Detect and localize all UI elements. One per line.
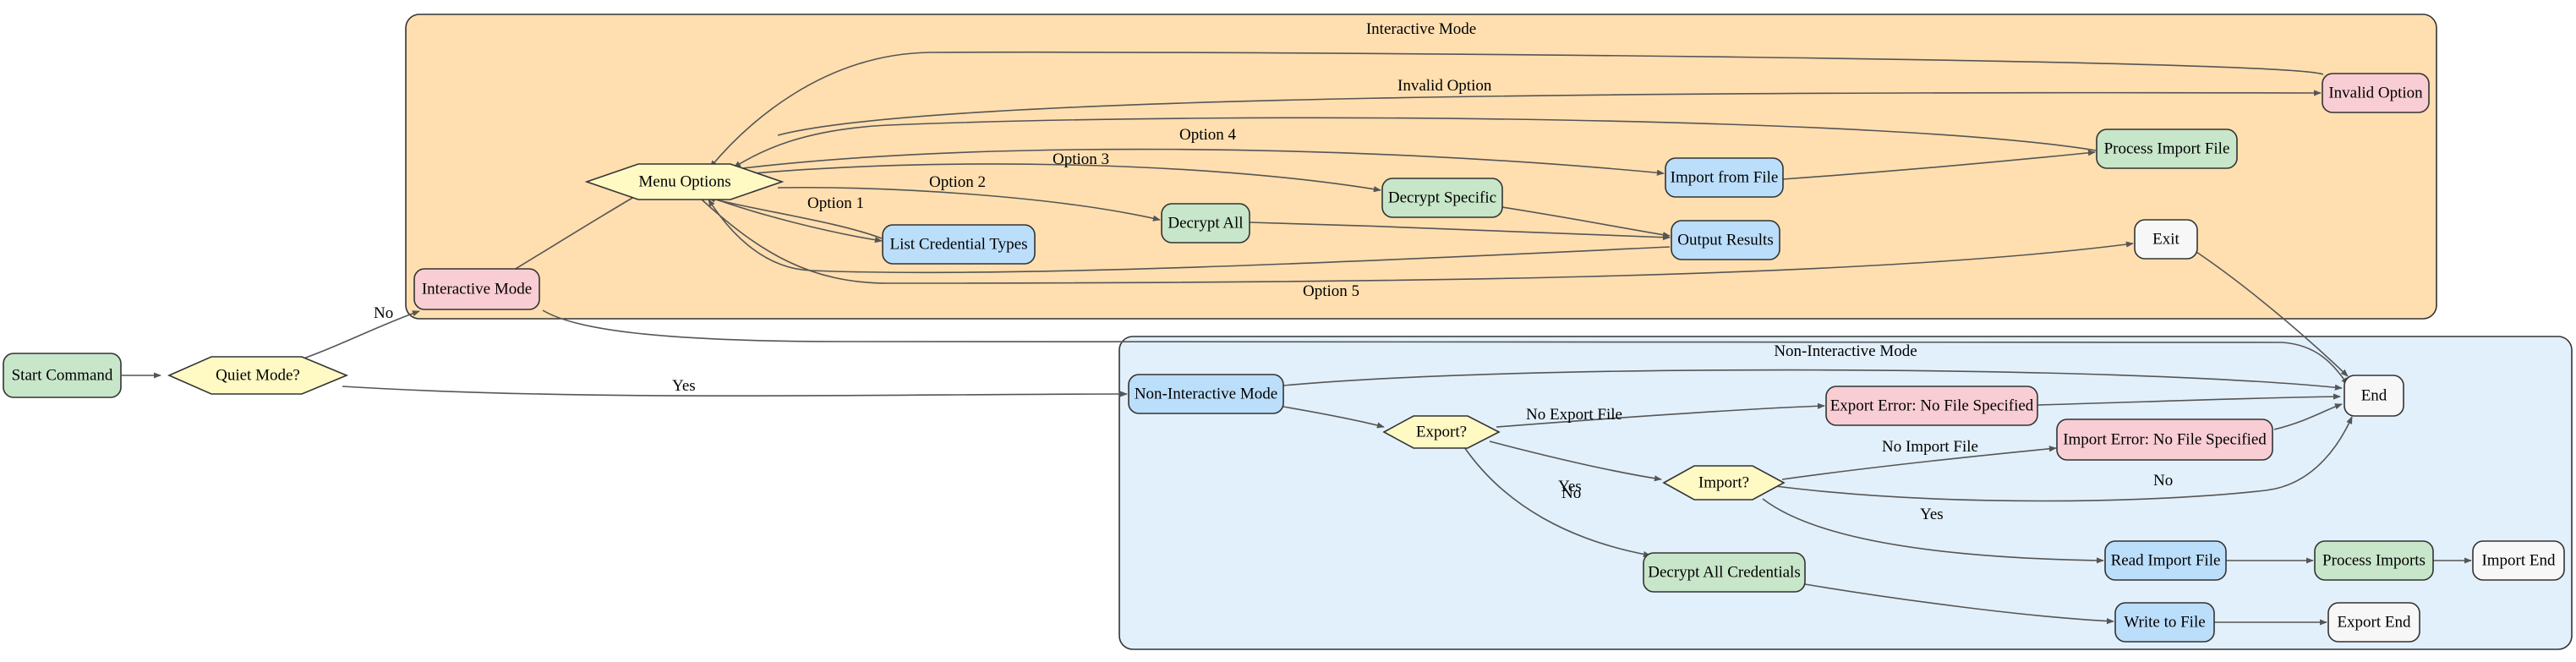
edge-menu-invalid: [777, 90, 2322, 136]
edge-label-export-yes: Yes: [1558, 478, 1582, 495]
edge-nimode-end: [1283, 369, 2343, 391]
edge-import-imperr: [1781, 446, 2057, 480]
edge-label-yes: Yes: [672, 377, 696, 395]
edge-imperr-end: [2273, 403, 2343, 430]
edge-label-option3: Option 3: [1053, 150, 1109, 168]
node-read-import-file-box: [2104, 540, 2227, 581]
node-menu-options: Menu Options: [638, 173, 730, 191]
node-import-shape: [1662, 465, 1786, 501]
edge-label-no-export-file: No Export File: [1526, 406, 1622, 424]
edge-experr-end: [2037, 393, 2341, 406]
node-start-command: Start Command: [12, 367, 113, 385]
edge-label-no-import-file: No Import File: [1882, 438, 1978, 456]
edge-label-option2: Option 2: [929, 173, 986, 191]
node-start-command-box: [3, 353, 122, 398]
node-quiet-mode-shape: [167, 356, 349, 395]
edge-import-end: [1775, 416, 2353, 502]
node-list-credential-types: List Credential Types: [890, 236, 1028, 254]
edge-label-invalid-option: Invalid Option: [1397, 77, 1492, 95]
edge-export-import: [1489, 440, 1662, 482]
node-interactive-mode-box: [413, 268, 540, 310]
edge-menu-decspec: [743, 163, 1381, 193]
node-import-end-box: [2472, 540, 2565, 581]
node-exit-box: [2134, 219, 2198, 260]
node-process-import-file: Process Import File: [2104, 140, 2230, 158]
node-import: Import?: [1698, 474, 1749, 492]
edge-menu-decall: [777, 187, 1161, 222]
edge-nimode-export: [1283, 406, 1385, 429]
edge-menu-impfile: [735, 148, 1665, 176]
edge-exit-end: [2196, 251, 2349, 377]
edge-decallcred-writefile: [1804, 583, 2114, 625]
edge-export-decallcred: [1462, 444, 1651, 558]
node-import-error: Import Error: No File Specified: [2063, 431, 2267, 449]
node-write-to-file-box: [2114, 602, 2215, 643]
node-process-imports-box: [2314, 540, 2434, 581]
edge-label-option1: Option 1: [807, 194, 864, 212]
edge-quiet-imode: [293, 310, 420, 363]
node-import-from-file: Import from File: [1671, 169, 1779, 187]
edge-export-experr: [1496, 402, 1825, 428]
edge-invalid-menu: [709, 51, 2324, 168]
node-quiet-mode: Quiet Mode?: [216, 367, 300, 385]
edge-label-option4: Option 4: [1179, 126, 1237, 144]
node-write-to-file: Write to File: [2124, 614, 2205, 632]
node-end: End: [2361, 387, 2387, 405]
edge-label-import-no: No: [2153, 472, 2173, 490]
node-end-box: [2344, 375, 2404, 417]
node-list-credential-types-box: [882, 224, 1036, 265]
cluster-noninteractive-label: Non-Interactive Mode: [1774, 342, 1917, 360]
node-decrypt-all-box: [1161, 203, 1250, 243]
node-output-results: Output Results: [1677, 232, 1773, 249]
cluster-interactive-label: Interactive Mode: [1366, 20, 1476, 38]
node-menu-options-shape: [584, 163, 785, 200]
edge-label-option5: Option 5: [1303, 282, 1359, 300]
edge-quiet-nimode: [342, 386, 1128, 397]
node-non-interactive-mode: Non-Interactive Mode: [1135, 386, 1277, 403]
edge-label-export-no: No: [1561, 484, 1581, 502]
node-decrypt-all-credentials-box: [1643, 552, 1806, 593]
node-import-error-box: [2056, 419, 2273, 461]
node-process-import-file-box: [2096, 129, 2238, 169]
node-process-imports: Process Imports: [2322, 552, 2426, 570]
edge-menu-exit: [701, 199, 2134, 284]
nodes: Start Command Quiet Mode? Interactive Mo…: [3, 73, 2565, 643]
edge-decspec-outres: [1501, 206, 1671, 238]
edge-procimp-menu: [733, 117, 2097, 168]
node-export-error: Export Error: No File Specified: [1830, 397, 2034, 415]
node-export-shape: [1382, 415, 1501, 449]
node-read-import-file: Read Import File: [2111, 552, 2221, 570]
node-import-from-file-box: [1665, 157, 1784, 198]
node-invalid-option: Invalid Option: [2328, 85, 2423, 102]
node-decrypt-all-credentials: Decrypt All Credentials: [1648, 564, 1800, 582]
node-export-error-box: [1825, 386, 2038, 426]
node-decrypt-all: Decrypt All: [1168, 215, 1243, 233]
edge-label-import-yes: Yes: [1920, 506, 1944, 523]
edge-label-no: No: [374, 304, 393, 322]
node-export-end: Export End: [2337, 614, 2411, 632]
node-export-end-box: [2327, 602, 2420, 643]
node-non-interactive-mode-box: [1128, 374, 1284, 414]
edge-menu-listcred: [706, 195, 883, 243]
node-decrypt-specific: Decrypt Specific: [1388, 189, 1496, 207]
node-import-end: Import End: [2481, 552, 2556, 570]
edge-listcred-menu: [708, 196, 883, 239]
node-export: Export?: [1416, 424, 1467, 441]
edge-decall-outres: [1249, 222, 1671, 241]
node-invalid-option-box: [2322, 73, 2430, 113]
edge-import-readimp: [1762, 498, 2104, 564]
node-output-results-box: [1671, 220, 1780, 260]
node-exit: Exit: [2152, 231, 2179, 249]
edge-outres-menu: [708, 199, 1671, 274]
node-decrypt-specific-box: [1381, 178, 1503, 218]
edge-impfile-procimp: [1781, 150, 2096, 180]
node-interactive-mode: Interactive Mode: [422, 281, 532, 298]
